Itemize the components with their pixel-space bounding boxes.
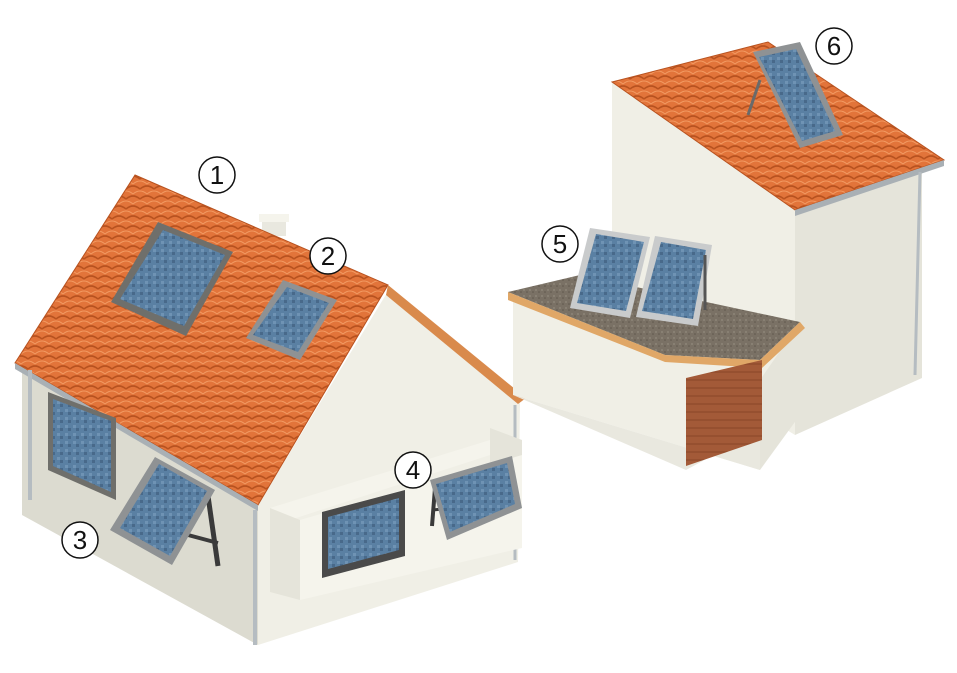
- flat-roof-solar-panels: [570, 228, 712, 326]
- wall-solar-panel: [48, 392, 116, 500]
- right-house: [508, 41, 946, 470]
- callout-1: 1: [198, 156, 236, 194]
- left-house: [14, 174, 526, 645]
- right-house-gutter: [795, 160, 944, 216]
- flat-roof-edge: [508, 292, 805, 368]
- svg-text:2: 2: [321, 241, 335, 271]
- callout-6: 6: [815, 27, 853, 65]
- in-roof-solar-panel: [111, 222, 233, 336]
- on-roof-solar-panel: [246, 280, 337, 360]
- balcony: [270, 428, 522, 600]
- tilted-wall-solar-panel: [110, 457, 221, 567]
- right-house-downpipe: [913, 171, 922, 376]
- left-house-gutter: [15, 363, 258, 511]
- garage-door: [686, 360, 762, 466]
- roof-verge: [386, 285, 526, 404]
- svg-text:6: 6: [827, 31, 841, 61]
- svg-text:4: 4: [406, 455, 420, 485]
- svg-text:3: 3: [73, 525, 87, 555]
- callout-3: 3: [61, 521, 99, 559]
- svg-text:1: 1: [210, 160, 224, 190]
- right-house-side-wall: [795, 170, 922, 435]
- callout-2: 2: [309, 237, 347, 275]
- roof-mounted-tilted-solar-panel: [746, 42, 843, 148]
- chimney: [259, 214, 289, 236]
- callout-4: 4: [394, 451, 432, 489]
- svg-text:5: 5: [553, 229, 567, 259]
- garage-side-wall: [760, 322, 800, 470]
- tilted-balcony-solar-panel: [430, 456, 522, 540]
- callout-5: 5: [541, 225, 579, 263]
